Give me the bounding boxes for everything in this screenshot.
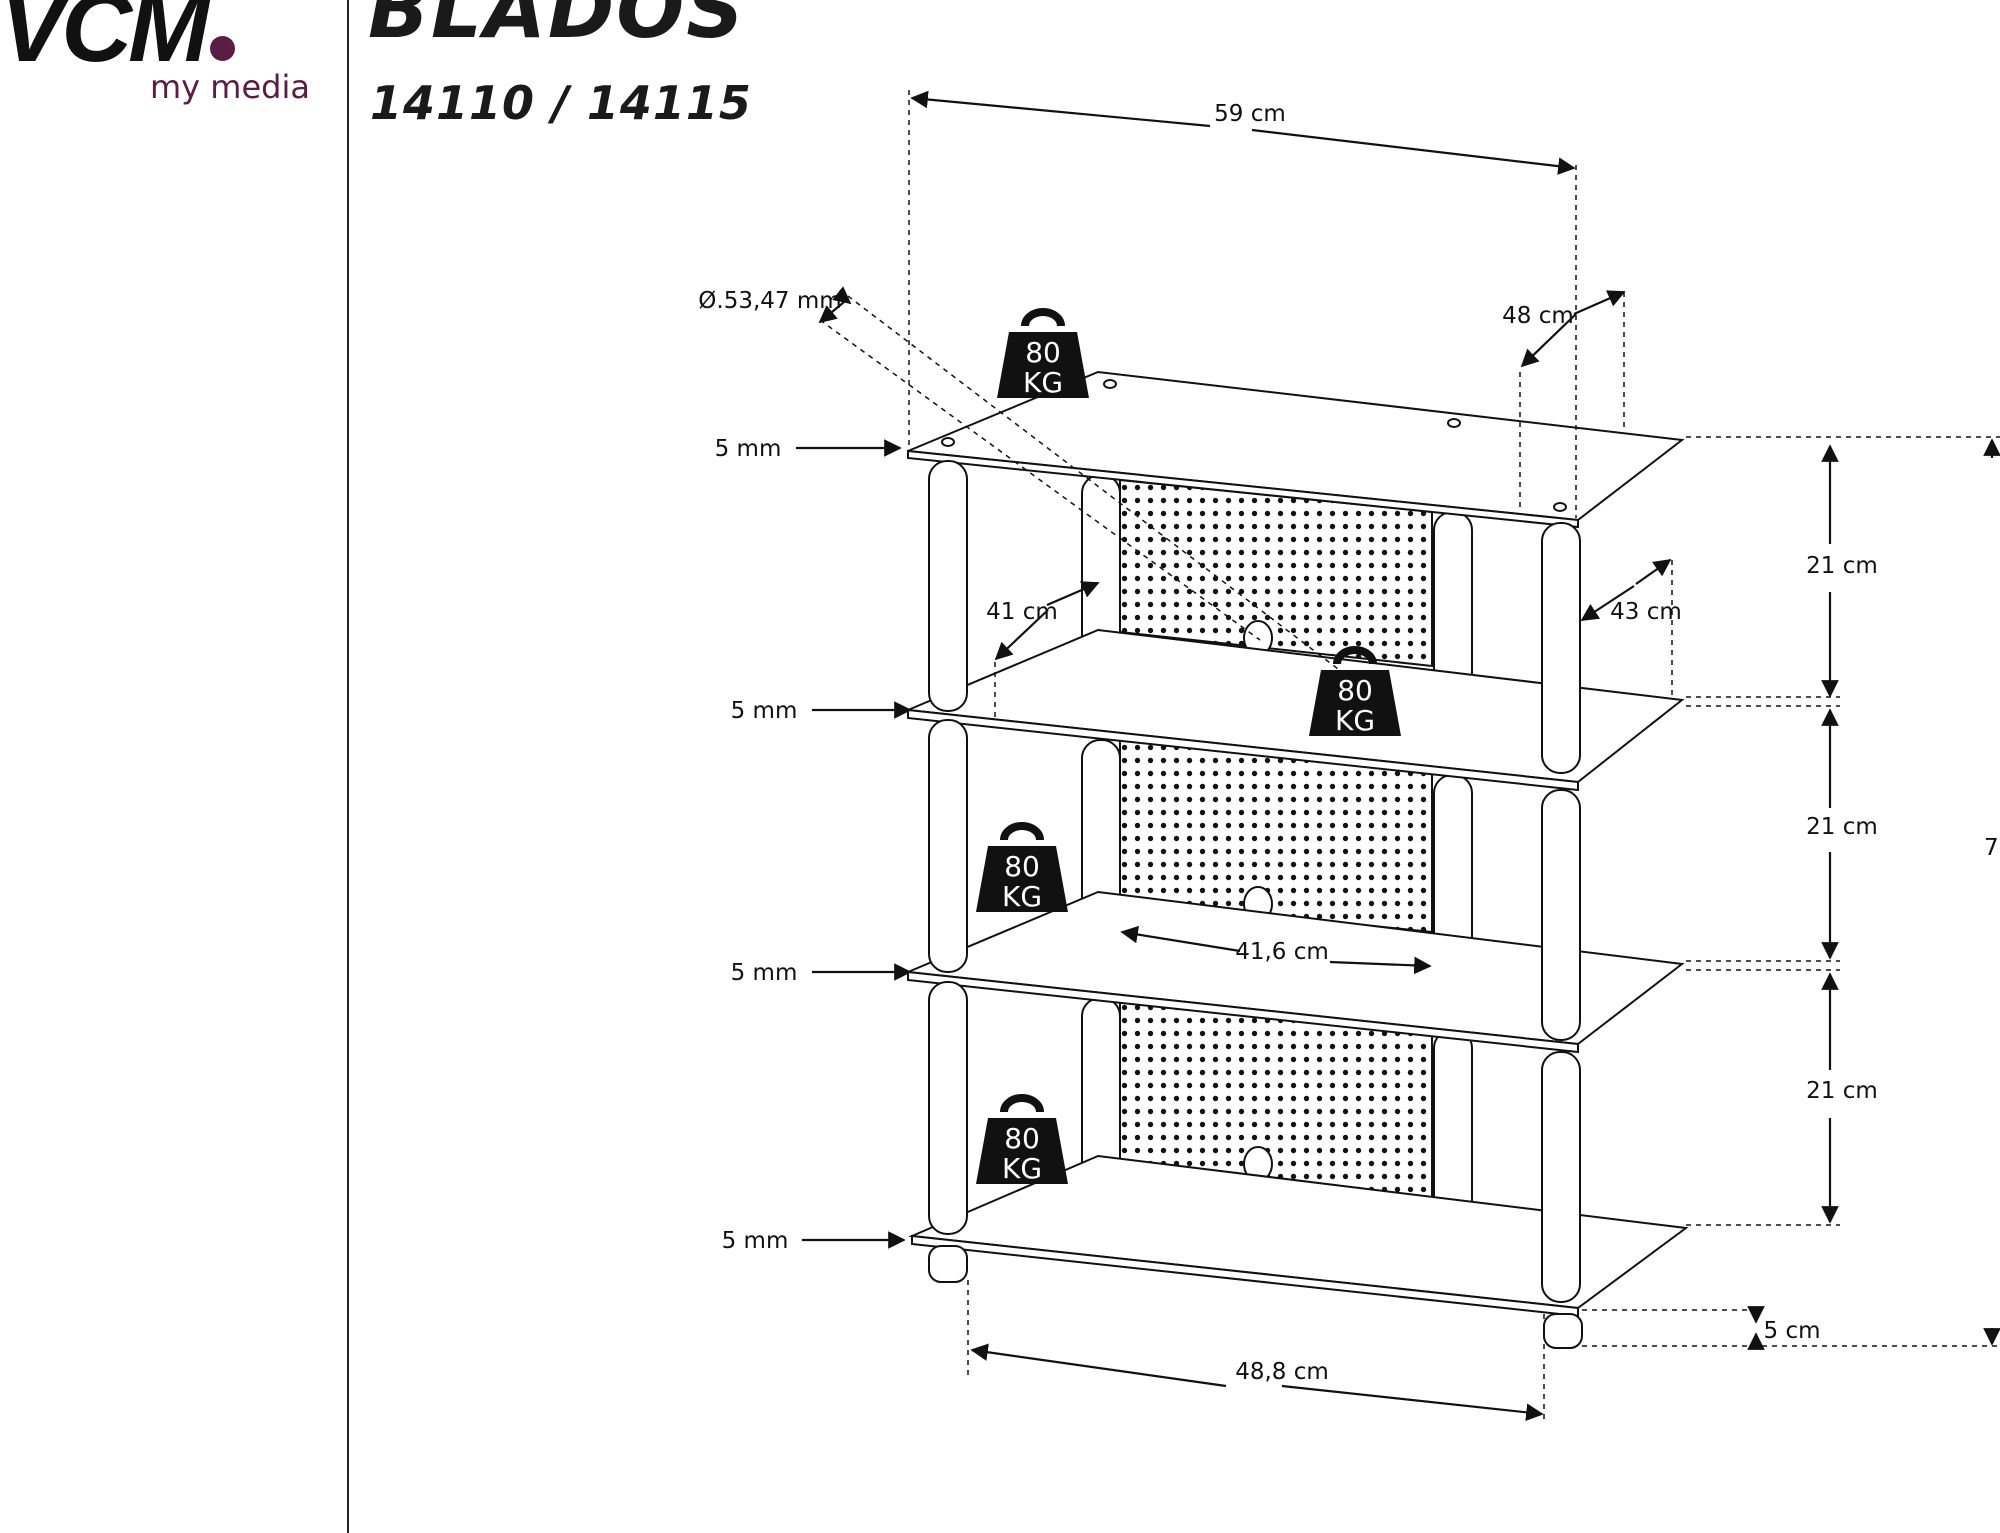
weight-unit: KG (1002, 1152, 1042, 1185)
front-rods (928, 460, 1583, 1349)
vcm-logo: VCM (0, 0, 235, 76)
label-shelf-gap-1: 21 cm (1806, 553, 1878, 579)
weight-icons: 80 KG 80 KG 80 KG 80 KG (976, 312, 1401, 1185)
weight-value: 80 (1004, 1122, 1040, 1155)
weight-unit: KG (1023, 366, 1063, 399)
weight-unit: KG (1335, 704, 1375, 737)
dimension-arrows (796, 90, 2000, 1422)
label-glass-3: 5 mm (731, 960, 798, 986)
screw-holes (941, 379, 1567, 512)
label-width-top: 59 cm (1214, 101, 1286, 127)
product-name: BLADOS (368, 0, 746, 56)
product-models: 14110 / 14115 (370, 76, 752, 130)
logo-dot (209, 36, 235, 61)
label-glass-4: 5 mm (722, 1228, 789, 1254)
weight-value: 80 (1025, 336, 1061, 369)
shelves (904, 370, 1689, 1318)
weight-icon-third: 80 KG (976, 826, 1068, 913)
label-total-height: 7 (1984, 835, 1999, 861)
label-bottom-width: 48,8 cm (1235, 1359, 1329, 1385)
weight-icon-top: 80 KG (997, 312, 1089, 399)
weight-unit: KG (1002, 880, 1042, 913)
label-rod-diameter: Ø.53,47 mm (698, 288, 841, 314)
label-inner-depth-right: 43 cm (1610, 599, 1682, 625)
label-foot-height: 5 cm (1764, 1318, 1821, 1344)
back-panels (1119, 478, 1433, 1212)
weight-icon-second: 80 KG (1309, 650, 1401, 737)
label-panel-width: 41,6 cm (1235, 939, 1329, 965)
logo-tagline: my media (150, 68, 310, 106)
dimension-labels: 59 cm 48 cm Ø.53,47 mm 5 mm 5 mm 5 mm 5 … (698, 101, 1998, 1385)
label-glass-1: 5 mm (715, 436, 782, 462)
weight-value: 80 (1337, 674, 1373, 707)
label-shelf-gap-2: 21 cm (1806, 814, 1878, 840)
label-inner-depth-left: 41 cm (986, 599, 1058, 625)
header-divider (347, 0, 349, 1533)
label-glass-2: 5 mm (731, 698, 798, 724)
logo-text: VCM (0, 0, 210, 82)
dimension-guides (819, 90, 2000, 1420)
label-depth-top: 48 cm (1502, 303, 1574, 329)
weight-icon-bottom: 80 KG (976, 1098, 1068, 1185)
weight-value: 80 (1004, 850, 1040, 883)
label-shelf-gap-3: 21 cm (1806, 1078, 1878, 1104)
